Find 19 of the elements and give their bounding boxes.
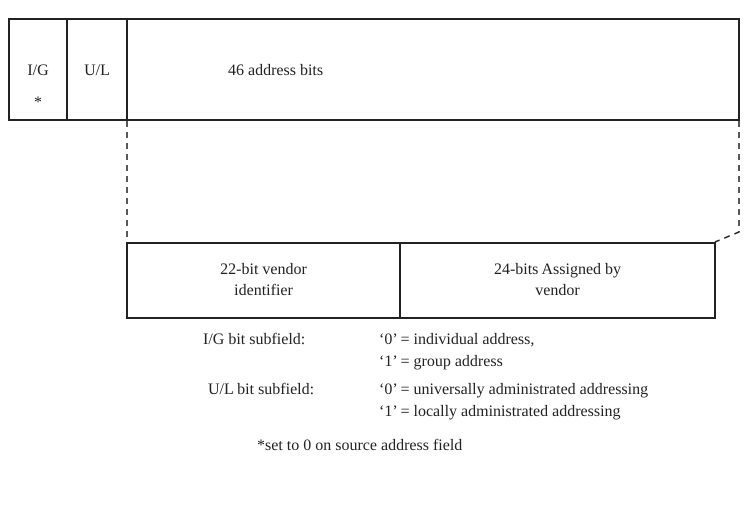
definition-text: ‘1’ = group address bbox=[379, 352, 503, 372]
subfield-label: I/G bit subfield: bbox=[203, 330, 306, 350]
subfield-box bbox=[126, 242, 401, 319]
bit-field bbox=[66, 18, 128, 121]
expansion-line bbox=[714, 121, 740, 243]
field-label: 46 address bits bbox=[228, 61, 324, 81]
definition-text: ‘0’ = individual address, bbox=[379, 330, 534, 350]
footnote-text: *set to 0 on source address field bbox=[257, 436, 462, 456]
definition-text: ‘0’ = universally administrated addressing bbox=[379, 380, 648, 400]
field-label: 22-bit vendor identifier bbox=[219, 260, 308, 301]
field-label: I/G bbox=[26, 61, 50, 81]
footnote-mark: * bbox=[33, 93, 43, 113]
subfield-box bbox=[399, 242, 716, 319]
bit-field bbox=[8, 18, 68, 121]
field-label: U/L bbox=[83, 61, 111, 81]
subfield-label: U/L bit subfield: bbox=[208, 380, 314, 400]
field-label: 24-bits Assigned by vendor bbox=[492, 260, 622, 301]
definition-text: ‘1’ = locally administrated addressing bbox=[379, 402, 621, 422]
address-field bbox=[126, 18, 740, 121]
